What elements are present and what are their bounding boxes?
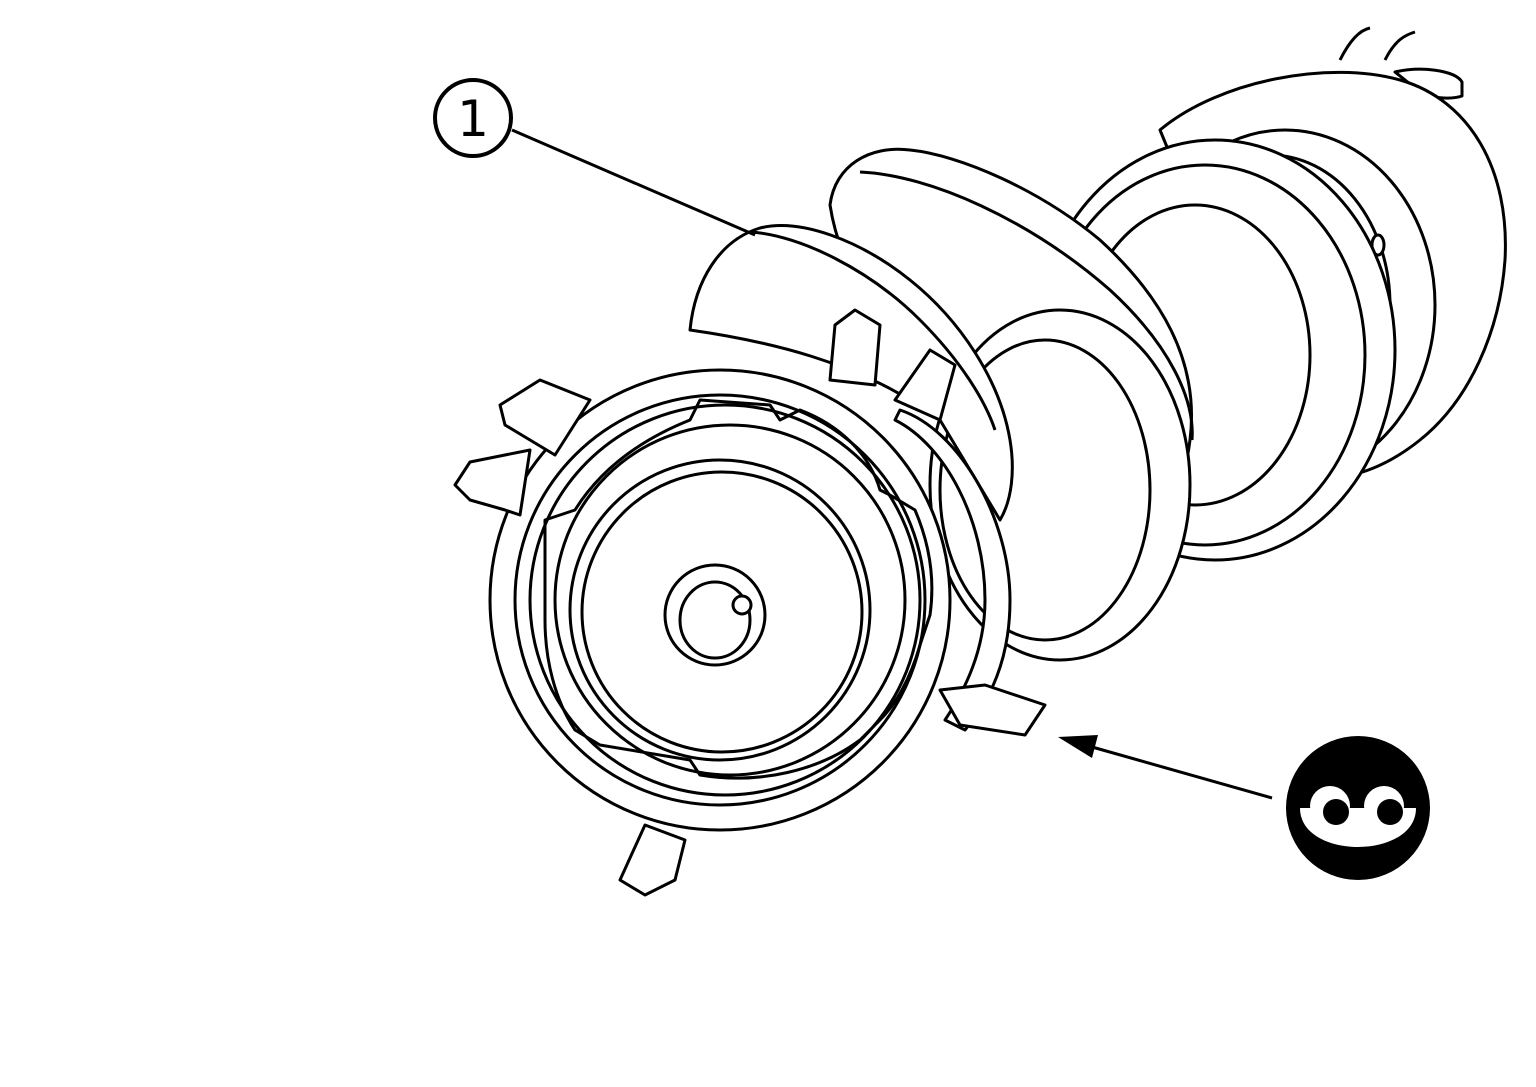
hub-ring-1 [513,393,927,807]
arrow-head-icon [1058,735,1098,758]
hub-tab-top [828,308,882,387]
center-bolt-hole [731,594,753,616]
hub-ring-3 [553,423,907,777]
hub-tab-upper-left [498,378,592,457]
front-journal-ring [938,338,1152,642]
callout-1-label: 1 [457,90,489,148]
hub-tab-left [453,448,532,517]
inspect-arrow [1058,735,1273,800]
left-eye-pupil [1323,799,1349,825]
hub-ring-2 [528,403,922,797]
leader-line-1 [511,128,756,237]
hub-face-ring [580,470,864,754]
inspect-eyes-icon [1286,736,1430,880]
arrow-shaft [1084,743,1273,800]
callout-1-circle [433,78,513,158]
front-counterweight-edge [859,170,1194,441]
hub-tab-right [938,683,1047,737]
hub-keyed-recess [543,398,934,780]
crankshaft-assembly [453,26,1507,897]
sprocket-plate-edge [749,230,997,431]
center-bolt-inner [678,580,752,660]
hub-side-band [893,408,1012,732]
callout-1: 1 [433,78,756,237]
shaft-end-lines [1338,26,1416,61]
right-eye-pupil [1377,799,1403,825]
hub-tab-bottom [618,823,687,897]
hub-tab-top-right [893,348,957,422]
